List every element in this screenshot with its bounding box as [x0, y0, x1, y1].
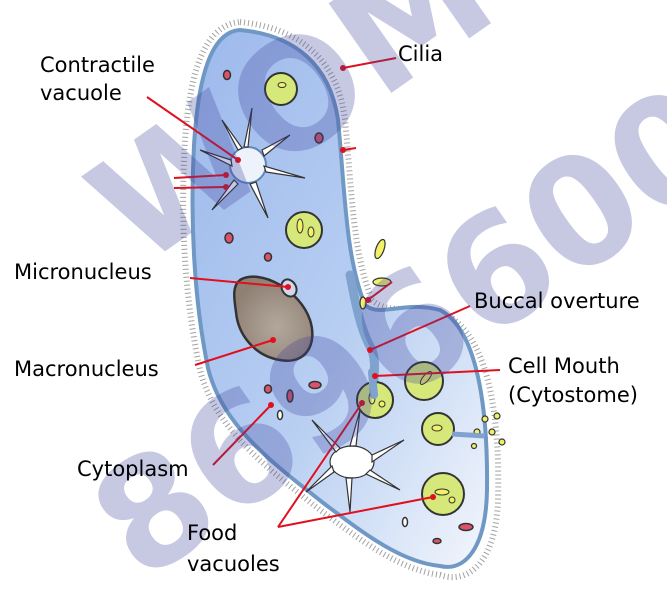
label-food-vacuoles-line2: vacuoles: [187, 551, 280, 577]
label-macronucleus: Macronucleus: [14, 356, 159, 382]
label-contractile-vacuole-line1: Contractile: [40, 52, 155, 78]
anal-pore: [452, 434, 485, 436]
label-food-vacuoles-line1: Food: [187, 520, 237, 546]
label-cell-mouth-line1: Cell Mouth: [508, 353, 620, 379]
label-buccal-overture: Buccal overture: [474, 288, 640, 314]
label-contractile-vacuole-line2: vacuole: [40, 80, 122, 106]
label-cell-mouth-line2: (Cytostome): [508, 382, 638, 408]
label-cilia: Cilia: [398, 41, 443, 67]
label-micronucleus: Micronucleus: [14, 259, 152, 285]
label-cytoplasm: Cytoplasm: [77, 456, 189, 482]
